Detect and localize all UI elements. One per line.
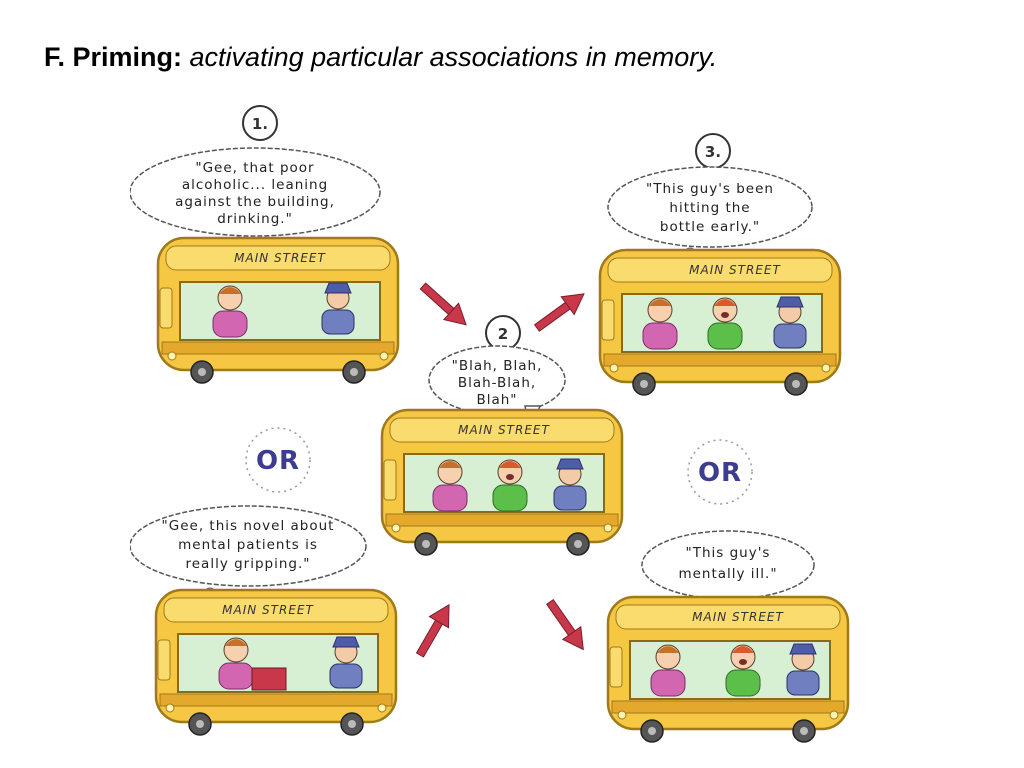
bus-1: MAIN STREET <box>156 236 400 385</box>
badge-1 <box>242 105 278 141</box>
thought-line: really gripping." <box>186 556 311 572</box>
thought-line: alcoholic... leaning <box>182 177 328 193</box>
arrow-2-to-4 <box>409 598 460 661</box>
thought-line: "Gee, that poor <box>195 160 314 176</box>
thought-line: against the building, <box>175 194 335 210</box>
book-icon <box>251 667 287 691</box>
badge-2-label: 2 <box>498 325 508 343</box>
panel-2: 2 "Blah, Blah, Blah-Blah, Blah" MAIN STR… <box>380 315 624 557</box>
badge-1-label: 1. <box>252 115 268 133</box>
or-text: OR <box>698 458 742 488</box>
arrow-2-to-3 <box>530 284 591 338</box>
or-text: OR <box>256 446 300 476</box>
badge-3-label: 3. <box>705 143 721 161</box>
speech-line: Blah" <box>476 392 517 408</box>
panel-5: "This guy's mentally ill." MAIN STREET <box>606 530 850 744</box>
panel-1: 1. "Gee, that poor alcoholic... leaning … <box>130 105 400 385</box>
bus-sign: MAIN STREET <box>222 603 314 617</box>
arrow-2-to-5 <box>540 595 593 657</box>
bus-3: MAIN STREET <box>598 248 842 397</box>
or-label-right: OR <box>687 439 753 505</box>
bus-sign: MAIN STREET <box>692 610 784 624</box>
bus-sign: MAIN STREET <box>234 251 326 265</box>
priming-cartoon: 1. "Gee, that poor alcoholic... leaning … <box>130 105 850 744</box>
panel-3: 3. "This guy's been hitting the bottle e… <box>598 133 842 397</box>
thought-line: "This guy's <box>686 545 771 561</box>
bus-2: MAIN STREET <box>380 408 624 557</box>
slide-title: F. Priming: activating particular associ… <box>44 42 717 73</box>
speech-bubble-2: "Blah, Blah, Blah-Blah, Blah" <box>428 345 566 435</box>
or-label-left: OR <box>245 427 311 493</box>
bus-sign: MAIN STREET <box>689 263 781 277</box>
thought-line: bottle early." <box>660 219 760 235</box>
thought-line: mentally ill." <box>678 566 777 582</box>
slide-title-bold: F. Priming: <box>44 42 183 72</box>
arrow-1-to-2 <box>415 277 474 334</box>
bus-4: MAIN STREET <box>154 588 398 737</box>
bus-sign: MAIN STREET <box>458 423 550 437</box>
thought-line: mental patients is <box>178 537 318 553</box>
thought-line: hitting the <box>669 200 750 216</box>
panel-4: "Gee, this novel about mental patients i… <box>130 505 398 737</box>
speech-line: "Blah, Blah, <box>452 358 543 374</box>
thought-line: "Gee, this novel about <box>162 518 335 534</box>
slide-title-italic: activating particular associations in me… <box>189 42 718 72</box>
thought-bubble-3: "This guy's been hitting the bottle earl… <box>607 166 813 266</box>
thought-line: "This guy's been <box>646 181 774 197</box>
speech-line: Blah-Blah, <box>458 375 536 391</box>
thought-bubble-4: "Gee, this novel about mental patients i… <box>130 505 367 605</box>
thought-line: drinking." <box>217 211 293 227</box>
thought-bubble-5: "This guy's mentally ill." <box>641 530 815 618</box>
bus-5: MAIN STREET <box>606 595 850 744</box>
